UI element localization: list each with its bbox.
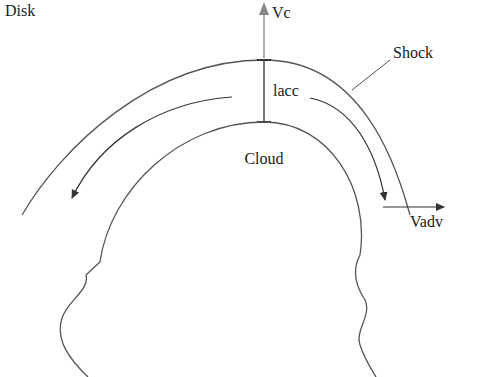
- velocity-label: Vc: [272, 4, 291, 22]
- dimension-tick: [257, 59, 271, 61]
- region-label: Disk: [5, 2, 35, 20]
- shock-label: Shock: [393, 44, 433, 62]
- length-label: lacc: [273, 82, 299, 100]
- cloud-edge: [60, 122, 376, 377]
- leader-line: [352, 60, 390, 90]
- cloud-body: Cloud: [55, 118, 385, 377]
- dimension-line: [263, 60, 264, 122]
- flow-arrow: [310, 98, 385, 200]
- shock-curve: [22, 60, 410, 215]
- velocity-label: Vadv: [410, 213, 443, 231]
- arrow-head: [259, 2, 269, 15]
- velocity-arrow: [263, 12, 264, 58]
- advection-arrow: [383, 206, 444, 207]
- cloud-outline: [55, 118, 385, 377]
- flow-arrow: [72, 97, 232, 198]
- cloud-label: Cloud: [244, 150, 283, 168]
